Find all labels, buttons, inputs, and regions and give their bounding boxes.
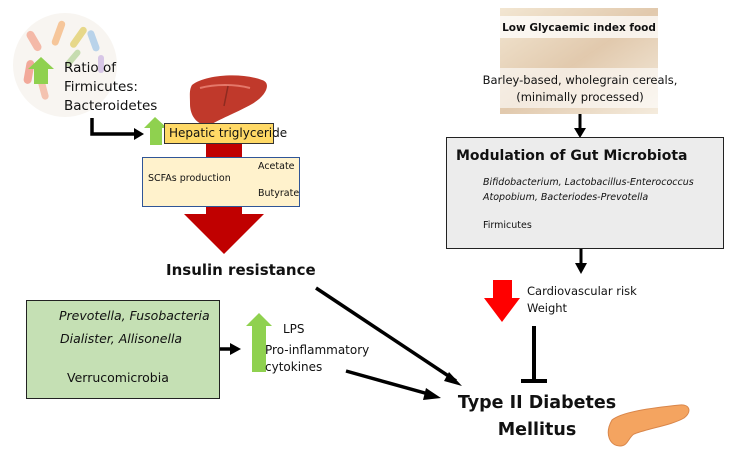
diabetes-outcome-label: Type II Diabetes Mellitus <box>452 390 622 444</box>
ratio-line-2: Firmicutes: <box>64 79 138 95</box>
hepatic-triglyceride-box: Hepatic triglyceride <box>164 123 287 144</box>
cytokines-line-1: Pro-inflammatory <box>265 343 370 357</box>
gut-down-line: Firmicutes <box>483 220 532 231</box>
bacteria-up-line-1: Prevotella, Fusobacteria <box>59 308 210 323</box>
gut-microbiota-box: Modulation of Gut Microbiota Bifidobacte… <box>446 137 724 249</box>
cytokines-line-2: cytokines <box>265 360 323 374</box>
up-arrow-icon <box>28 57 54 84</box>
scfa-box: SCFAs production Acetate Butyrate <box>142 157 300 207</box>
down-arrow-icon <box>484 280 520 322</box>
bacteria-change-box: Prevotella, Fusobacteria Dialister, Alli… <box>26 300 220 399</box>
food-description: Barley-based, wholegrain cereals, (minim… <box>470 72 690 106</box>
up-arrow-icon <box>246 313 272 372</box>
gut-up-line-2: Atopobium, Bacteriodes-Prevotella <box>483 192 649 203</box>
ratio-line-3: Bacteroidetes <box>64 98 158 114</box>
up-arrow-icon <box>144 117 167 145</box>
acetate-label: Acetate <box>258 161 295 172</box>
food-line-1: Barley-based, wholegrain cereals, <box>482 73 678 87</box>
bacteria-down-line: Verrucomicrobia <box>67 370 169 385</box>
gut-microbiota-title: Modulation of Gut Microbiota <box>456 148 688 164</box>
butyrate-label: Butyrate <box>258 188 300 199</box>
food-line-2: (minimally processed) <box>516 90 644 104</box>
bacteria-up-line-2: Dialister, Allisonella <box>60 331 183 346</box>
gut-up-line-1: Bifidobacterium, Lactobacillus-Enterococ… <box>483 177 694 188</box>
ratio-to-hepatic-arrow <box>90 118 136 136</box>
weight-label: Weight <box>527 301 568 315</box>
cytokines-label: Pro-inflammatory cytokines <box>265 342 369 376</box>
scfa-label: SCFAs production <box>148 173 231 184</box>
ratio-line-1: Ratio of <box>64 60 116 76</box>
diabetes-line-2: Mellitus <box>497 420 577 440</box>
lps-label: LPS <box>283 322 305 336</box>
ratio-label: Ratio of Firmicutes: Bacteroidetes <box>64 59 157 116</box>
hepatic-triglyceride-label: Hepatic triglyceride <box>169 126 288 140</box>
diabetes-line-1: Type II Diabetes <box>457 393 617 413</box>
insulin-resistance-label: Insulin resistance <box>166 261 316 279</box>
cardiovascular-risk-label: Cardiovascular risk <box>527 284 637 298</box>
cardio-weight-label: Cardiovascular risk Weight <box>527 283 637 317</box>
low-gi-food-title: Low Glycaemic index food <box>502 22 656 34</box>
